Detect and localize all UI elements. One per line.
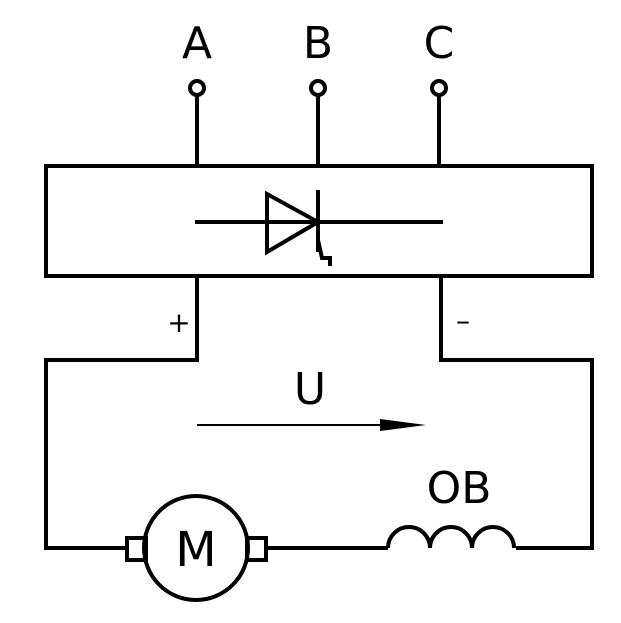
thyristor-icon [195,190,443,266]
converter-block [44,164,594,278]
dc-wire-positive [44,276,199,550]
voltage-label: U [294,364,326,415]
winding-label: OB [427,463,492,514]
motor-icon [125,494,268,602]
winding-coil-icon [386,525,516,549]
motor-label: M [175,522,216,578]
polarity-plus: + [167,306,190,339]
terminal-b [309,79,327,97]
terminal-label-a: A [182,18,212,69]
terminal-label-b: B [303,18,333,69]
terminal-c [430,79,448,97]
voltage-arrow-icon [197,419,426,431]
dc-wire-negative [439,276,594,550]
terminal-a [188,79,206,97]
terminal-label-c: C [424,18,455,69]
polarity-minus: – [456,304,470,337]
